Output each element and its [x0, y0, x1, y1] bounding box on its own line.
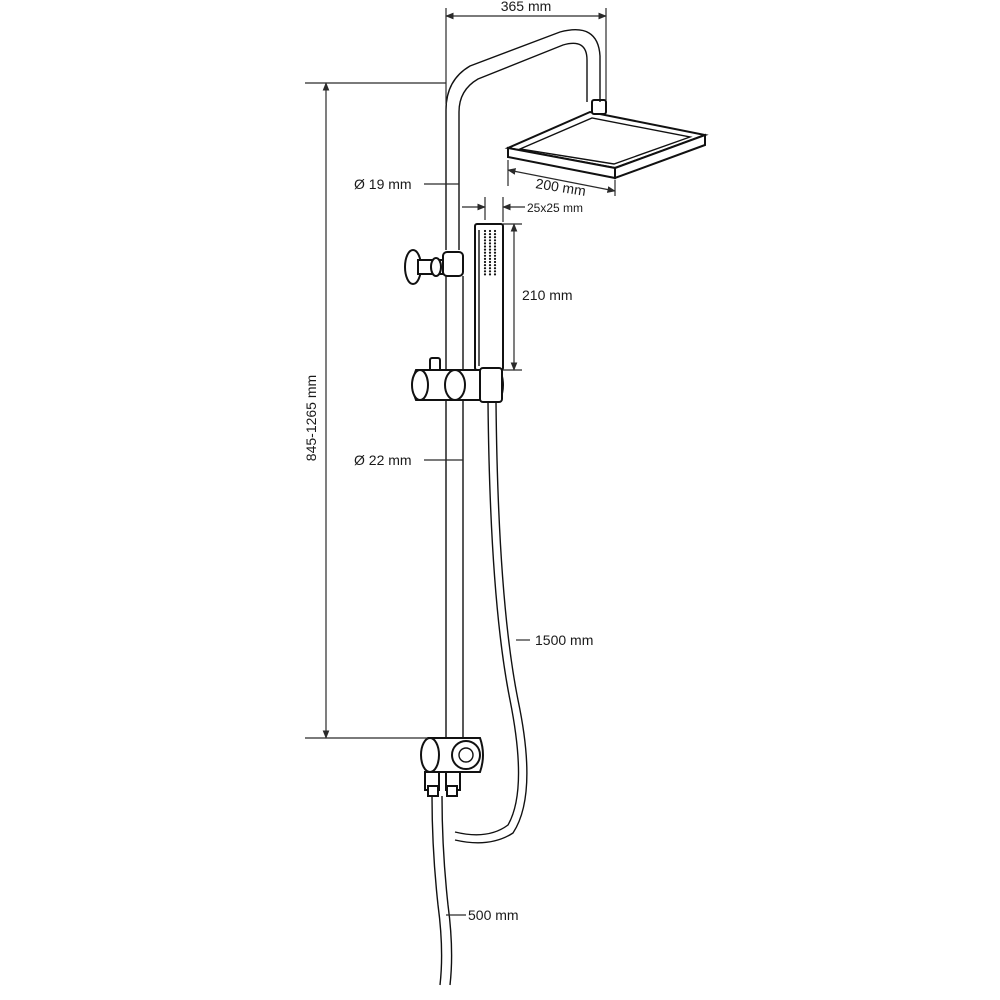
nozzle-dot: [493, 273, 497, 276]
nozzle-dot: [493, 257, 497, 260]
slider-holder: [411, 357, 504, 403]
nozzle-dot: [488, 239, 492, 242]
nozzle-dot: [483, 245, 487, 248]
nozzle-dot: [483, 267, 487, 270]
nozzle-dot: [488, 233, 492, 236]
nozzle-dot: [488, 270, 492, 273]
head-width-label: 200 mm: [535, 175, 587, 199]
main-rail: [445, 276, 464, 742]
nozzle-dot: [483, 270, 487, 273]
nozzle-dot: [483, 229, 487, 233]
nozzle-dot: [483, 251, 487, 254]
nozzle-dot: [493, 267, 497, 270]
nozzle-dot: [488, 242, 492, 245]
inlet-hose: [431, 795, 453, 986]
nozzle-dot: [483, 254, 487, 257]
nozzle-dot: [483, 257, 487, 260]
nozzle-dot: [483, 248, 487, 251]
dimension-labels: 365 mm Ø 19 mm 200 mm 25x25 mm 210 mm Ø …: [303, 0, 593, 923]
nozzle-dot: [483, 239, 487, 242]
inlet-length-label: 500 mm: [468, 907, 519, 923]
nozzle-dot: [488, 254, 492, 257]
nozzle-dot: [493, 270, 497, 273]
hand-shower-section-label: 25x25 mm: [527, 201, 583, 215]
nozzle-dot: [493, 264, 497, 267]
hand-shower-length-label: 210 mm: [522, 287, 573, 303]
nozzle-dot: [488, 257, 492, 260]
nozzle-dot: [493, 229, 497, 233]
shower-head: [504, 99, 709, 180]
arm-reach-label: 365 mm: [501, 0, 552, 14]
nozzle-dot: [488, 229, 492, 233]
shower-hose: [454, 401, 528, 844]
height-range-label: 845-1265 mm: [303, 375, 319, 461]
hose-length-label: 1500 mm: [535, 632, 593, 648]
nozzle-dot: [483, 236, 487, 239]
nozzle-dot: [493, 245, 497, 248]
nozzle-dot: [488, 273, 492, 276]
dimension-lines: [305, 8, 616, 916]
upper-pipe-diameter-label: Ø 19 mm: [354, 176, 412, 192]
nozzle-dot: [493, 248, 497, 251]
nozzle-dot: [488, 267, 492, 270]
nozzle-dot: [488, 245, 492, 248]
nozzle-dot: [493, 242, 497, 245]
nozzle-dot: [493, 254, 497, 257]
nozzle-dot: [483, 260, 487, 264]
nozzle-dot: [483, 242, 487, 245]
wall-bracket: [404, 249, 464, 285]
nozzle-dot: [493, 239, 497, 242]
rail-diameter-label: Ø 22 mm: [354, 452, 412, 468]
hand-shower: [474, 223, 504, 371]
nozzle-dot: [488, 248, 492, 251]
diverter: [420, 737, 484, 797]
nozzle-dot: [493, 236, 497, 239]
nozzle-dot: [483, 273, 487, 276]
nozzle-grid: [483, 229, 497, 276]
nozzle-dot: [488, 260, 492, 264]
nozzle-dot: [493, 233, 497, 236]
nozzle-dot: [493, 251, 497, 254]
nozzle-dot: [483, 264, 487, 267]
nozzle-dot: [483, 233, 487, 236]
nozzle-dot: [488, 236, 492, 239]
nozzle-dot: [488, 251, 492, 254]
overhead-arm: [445, 29, 601, 250]
nozzle-dot: [493, 260, 497, 264]
nozzle-dot: [488, 264, 492, 267]
